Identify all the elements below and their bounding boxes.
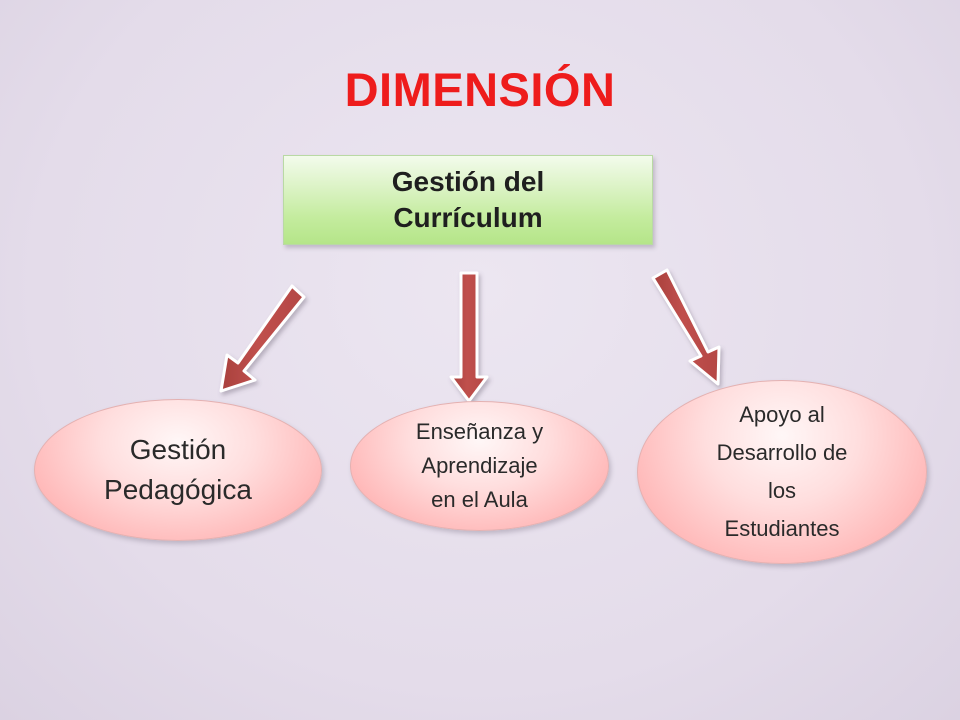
node-apoyo-desarrollo: Apoyo al Desarrollo de los Estudiantes: [637, 380, 927, 564]
root-node-gestion-curriculum: Gestión del Currículum: [283, 155, 653, 245]
page-title: DIMENSIÓN: [344, 63, 616, 116]
node-label-line: Gestión: [129, 434, 227, 465]
down-left-arrow-icon: [219, 284, 306, 393]
node-gestion-pedagogica: Gestión Pedagógica: [34, 399, 322, 541]
down-arrow-icon: [449, 271, 489, 403]
node-label-line: Desarrollo de: [716, 440, 848, 465]
down-right-arrow-icon: [651, 268, 721, 386]
node-label: Gestión Pedagógica: [104, 430, 252, 510]
root-node-label-line: Gestión del: [391, 166, 545, 197]
node-label-line: Apoyo al: [739, 402, 825, 427]
root-node-label-line: Currículum: [393, 202, 543, 233]
node-label-line: Pedagógica: [104, 474, 252, 505]
node-label-line: Estudiantes: [724, 516, 840, 541]
node-label-line: Aprendizaje: [421, 453, 538, 478]
node-label-line: Enseñanza y: [415, 419, 544, 444]
node-label: Enseñanza y Aprendizaje en el Aula: [416, 415, 543, 517]
node-label: Apoyo al Desarrollo de los Estudiantes: [717, 396, 848, 548]
node-label-line: en el Aula: [431, 487, 528, 512]
root-node-label: Gestión del Currículum: [392, 164, 544, 236]
node-ensenanza-aprendizaje: Enseñanza y Aprendizaje en el Aula: [350, 401, 609, 531]
node-label-line: los: [767, 478, 797, 503]
